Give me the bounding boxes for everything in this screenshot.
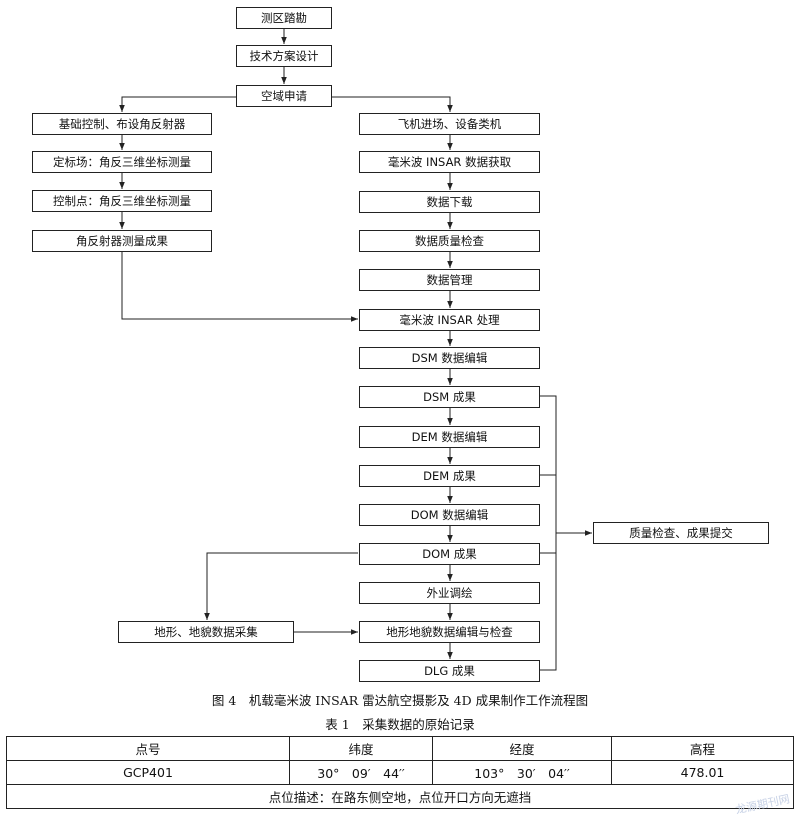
box-dlg-result: DLG 成果 xyxy=(359,660,540,682)
table-row: GCP401 30° 09′ 44′′ 103° 30′ 04′′ 478.01 xyxy=(6,760,794,785)
box-dem-result: DEM 成果 xyxy=(359,465,540,487)
box-dom-edit: DOM 数据编辑 xyxy=(359,504,540,526)
box-dem-edit: DEM 数据编辑 xyxy=(359,426,540,448)
box-plan: 技术方案设计 xyxy=(236,45,332,67)
box-mmw-process: 毫米波 INSAR 处理 xyxy=(359,309,540,331)
cell-longitude: 103° 30′ 04′′ xyxy=(432,760,612,785)
header-latitude: 纬度 xyxy=(289,736,433,761)
box-base-control: 基础控制、布设角反射器 xyxy=(32,113,212,135)
box-terrain-collect: 地形、地貌数据采集 xyxy=(118,621,294,643)
header-elevation: 高程 xyxy=(611,736,794,761)
cell-description: 点位描述：在路东侧空地，点位开口方向无遮挡 xyxy=(6,784,794,809)
box-final-qc: 质量检查、成果提交 xyxy=(593,522,769,544)
box-dsm-edit: DSM 数据编辑 xyxy=(359,347,540,369)
box-terrain-edit: 地形地貌数据编辑与检查 xyxy=(359,621,540,643)
box-download: 数据下载 xyxy=(359,191,540,213)
cell-point-id: GCP401 xyxy=(6,760,290,785)
box-dsm-result: DSM 成果 xyxy=(359,386,540,408)
box-quality-check: 数据质量检查 xyxy=(359,230,540,252)
box-data-mgmt: 数据管理 xyxy=(359,269,540,291)
header-point-id: 点号 xyxy=(6,736,290,761)
cell-elevation: 478.01 xyxy=(611,760,794,785)
header-longitude: 经度 xyxy=(432,736,612,761)
flowchart-connectors xyxy=(119,28,592,671)
cell-latitude: 30° 09′ 44′′ xyxy=(289,760,433,785)
box-reflector-result: 角反射器测量成果 xyxy=(32,230,212,252)
box-survey: 测区踏勘 xyxy=(236,7,332,29)
box-ctrl-point: 控制点：角反三维坐标测量 xyxy=(32,190,212,212)
box-mmw-acquire: 毫米波 INSAR 数据获取 xyxy=(359,151,540,173)
box-aircraft: 飞机进场、设备类机 xyxy=(359,113,540,135)
box-field-survey: 外业调绘 xyxy=(359,582,540,604)
box-calib-field: 定标场：角反三维坐标测量 xyxy=(32,151,212,173)
table-header-row: 点号 纬度 经度 高程 xyxy=(6,736,794,761)
box-airspace: 空域申请 xyxy=(236,85,332,107)
table-caption: 表 1 采集数据的原始记录 xyxy=(325,717,475,732)
figure-caption: 图 4 机载毫米波 INSAR 雷达航空摄影及 4D 成果制作工作流程图 xyxy=(211,693,589,708)
workflow-flowchart: 测区踏勘 技术方案设计 空域申请 基础控制、布设角反射器 定标场：角反三维坐标测… xyxy=(32,7,769,682)
raw-record-table: 点号 纬度 经度 高程 GCP401 30° 09′ 44′′ 103° 30′… xyxy=(6,736,794,809)
table-description-row: 点位描述：在路东侧空地，点位开口方向无遮挡 xyxy=(6,784,794,809)
box-dom-result: DOM 成果 xyxy=(359,543,540,565)
